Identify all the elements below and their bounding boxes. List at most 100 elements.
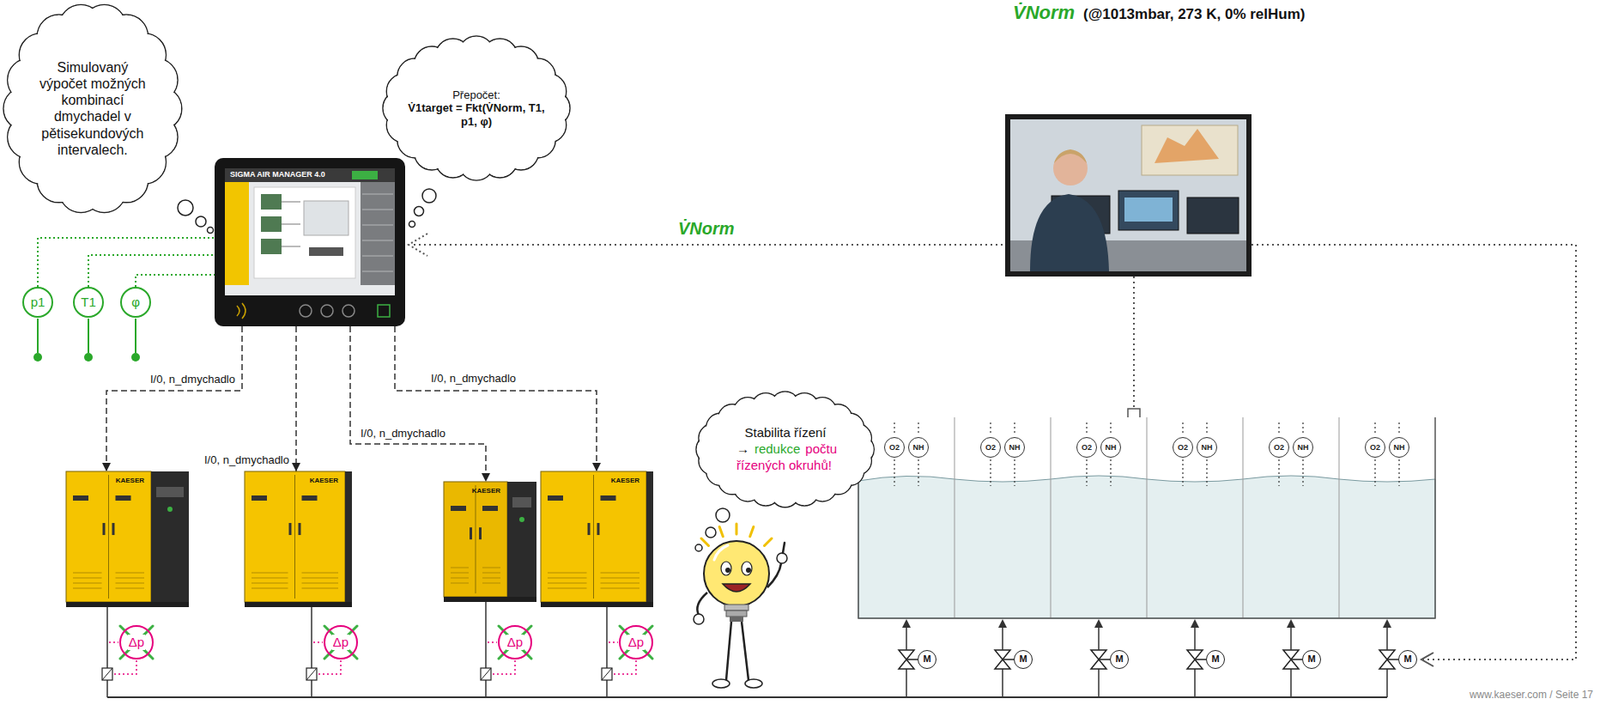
control-signal [350,326,486,482]
blower-pipe [106,606,109,697]
flow-symbol: V̇Norm [1012,1,1075,25]
air-pipe [1001,626,1004,650]
check-valve-mark [480,667,491,680]
probe-circle: O2 [1076,436,1097,458]
air-pipe [1386,668,1388,697]
screen-header [224,168,395,182]
vent [251,572,289,574]
cabinet [66,471,152,602]
name-plate [450,505,467,511]
monitor [1187,197,1239,234]
signal-line [1133,276,1135,409]
pressure-lead [612,660,637,674]
light-ray [764,538,772,546]
base [244,601,352,607]
node-text: redukce [754,441,800,456]
thought-bubble [177,200,194,216]
controller-art [214,157,406,327]
node-text: Δp [506,634,524,650]
hardware-button [377,304,390,317]
foot [712,678,730,688]
cloud-fill [400,54,553,164]
ui-field [309,247,344,256]
door-handle [298,522,302,535]
text-group: Δp [332,634,350,650]
foot [745,678,763,688]
check-valve [306,667,317,680]
thought-bubble [715,508,730,522]
ui-icon [260,216,282,232]
pressure-lead [487,641,497,643]
probe-lead [893,422,895,436]
glove [693,613,704,625]
probe-lead [1278,459,1279,486]
sensor-wire [135,274,215,287]
blower-pipe [606,606,608,697]
vent [72,582,103,584]
cloud-outline [1,1,184,216]
probe-lead [1206,422,1207,436]
flow-signal: V̇Norm [678,218,735,239]
valve-stem [1387,658,1399,661]
probe-circle: NH [1196,436,1218,458]
cross-out [498,625,532,659]
tank-divider [954,417,956,619]
display [156,486,184,497]
sensor-wire [37,237,215,287]
bulb-head [703,540,770,607]
cross-out [619,625,653,659]
vent [302,587,340,589]
probe-circle: O2 [1172,436,1194,458]
vent [547,577,588,579]
monitor [1118,190,1179,231]
side-panel [507,481,537,597]
valve-stem [906,658,918,661]
vent [302,572,340,574]
pressure-sensor: Δp [618,624,654,660]
node-text: p1 [30,294,46,310]
edge-label: I/0, n_dmychadlo [202,453,291,467]
text-group: M [1018,653,1027,665]
text-group: Přepočet:V̇1target = Fkt(V̇Norm, T1, p1,… [404,88,549,129]
node-text: NH [1105,442,1117,453]
name-plate [600,495,617,501]
vent [115,577,146,579]
probe-lead [1181,459,1183,486]
sensor-point [131,352,140,362]
valve-actuator: M [1013,649,1033,669]
pupil [745,567,752,573]
vent [547,572,588,574]
valve-actuator: M [1109,649,1129,669]
node-text: O2 [889,442,900,453]
pressure-sensor: Δp [323,624,358,660]
edge-label: I/0, n_dmychadlo [148,372,237,387]
node-text: NH [1009,442,1021,453]
sensor-circle: φ [120,286,152,318]
vent [302,577,340,579]
node-text: NH [1297,442,1310,453]
tank-divider [1050,417,1052,619]
check-valve [480,667,491,680]
blower-unit: KAESER [244,471,352,607]
vent [115,587,146,589]
flow-arrowhead [902,618,911,628]
probe-lead [1181,422,1183,436]
arm [696,592,708,615]
cross-out [324,625,358,659]
cross-out [120,625,153,659]
air-pipe [905,626,908,650]
controller-unit: SIGMA AIR MANAGER 4.0 [214,157,406,327]
hardware-button [342,304,355,317]
probe-lead [989,459,991,486]
vent [600,587,641,589]
valve-actuator: M [1398,649,1418,669]
light-ray [701,538,709,546]
name-plate [115,495,132,501]
text-group: O2 [1081,442,1092,453]
vent [72,587,103,589]
main-pipe [107,696,1388,698]
thought-bubble [414,206,425,217]
base [66,601,189,607]
menu-line [362,193,394,195]
door-split [108,474,110,599]
